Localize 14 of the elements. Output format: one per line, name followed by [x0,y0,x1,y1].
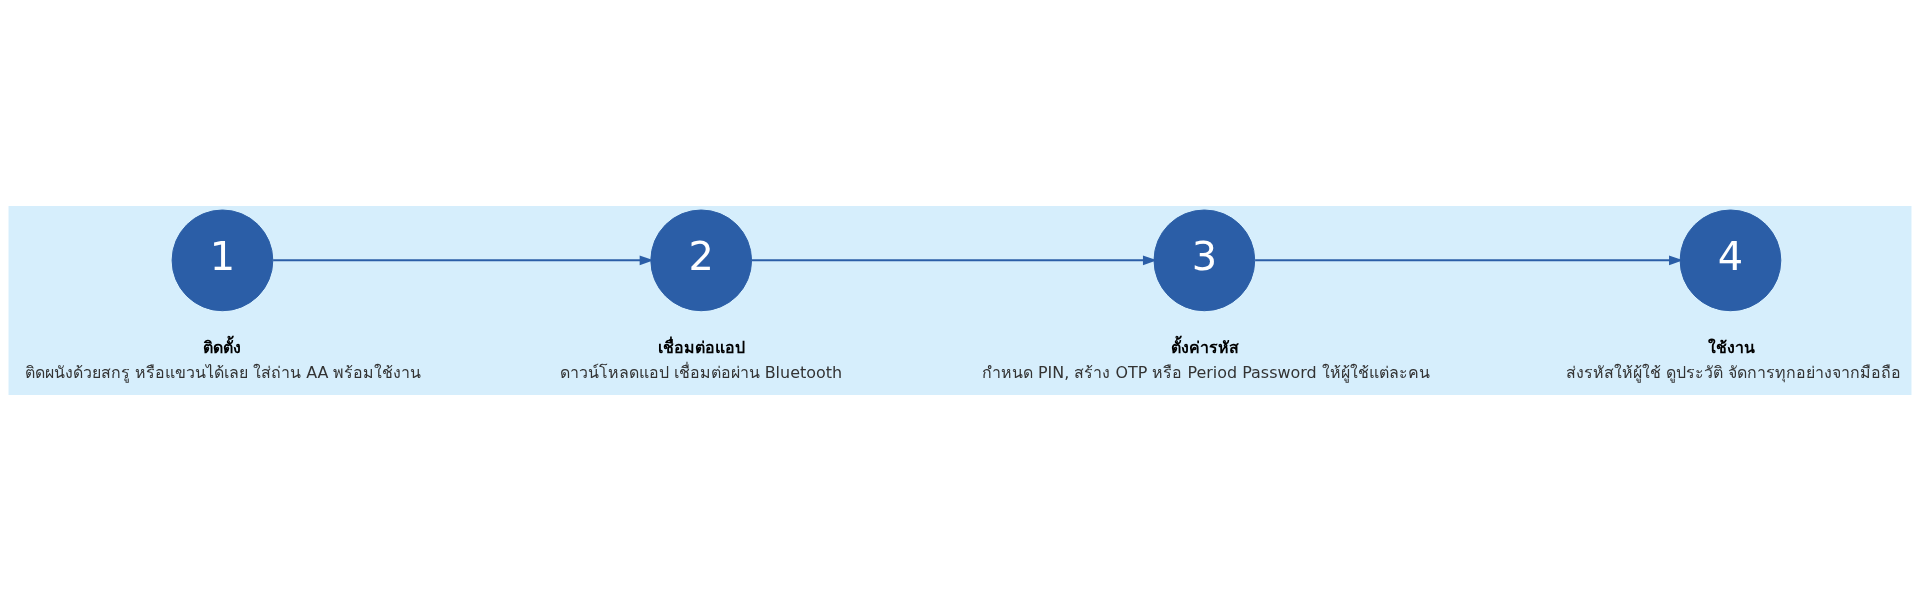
arrow [272,254,654,265]
node-circle: 2 [650,209,753,311]
node-label: ตั้งค่ารหัส [1170,337,1239,357]
node-label: ติดผนังด้วยสกรู หรือแขวนได้เลย ใส่ถ่าน AA พร้อมใช้งาน [24,362,422,382]
node-label: เชื่อมต่อแอป [657,337,745,357]
node-circle: 4 [1679,209,1782,311]
node-label: ส่งรหัสให้ผู้ใช้ ดูประวัติ จัดการทุกอย่างจากมือถือ [1565,362,1902,382]
node-label: ติดตั้ง [203,337,241,357]
node-circle: 3 [1153,209,1256,311]
node-label: กำหนด PIN, สร้าง OTP หรือ Period Password ให้ผู้ใช้แต่ละคน [981,362,1430,382]
node-label: ดาวน์โหลดแอป เชื่อมต่อผ่าน Bluetooth [559,362,843,382]
node-circle: 1 [171,209,274,311]
node-label: ใช้งาน [1708,337,1756,357]
arrow [750,254,1157,265]
